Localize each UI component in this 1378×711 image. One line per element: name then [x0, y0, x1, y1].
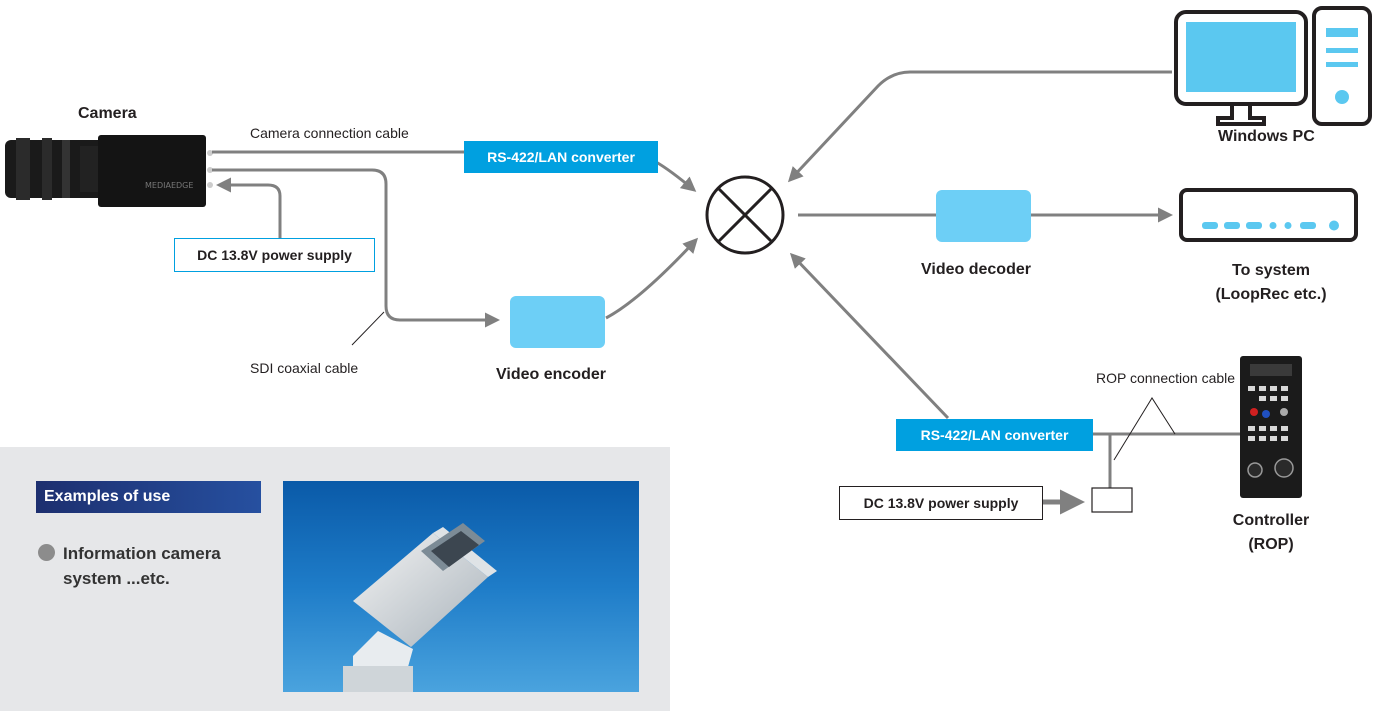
- system-device-icon: [1179, 188, 1358, 242]
- encoder-to-hub-line: [605, 237, 699, 320]
- video-encoder-label: Video encoder: [496, 366, 606, 383]
- bullet-icon: [38, 544, 55, 561]
- rs422-lan-converter-bottom: RS-422/LAN converter: [896, 419, 1093, 451]
- rop-label-pointer: [1113, 397, 1176, 461]
- rop-connection-cable-label: ROP connection cable: [1096, 370, 1236, 386]
- windows-pc-label: Windows PC: [1218, 128, 1315, 145]
- power-supply-rop: DC 13.8V power supply: [839, 486, 1043, 520]
- video-decoder-block: [936, 190, 1031, 242]
- video-encoder-block: [510, 296, 605, 348]
- camera-icon: MEDIAEDGE: [5, 135, 213, 207]
- camera-label: Camera: [78, 105, 137, 122]
- examples-item-line1: Information camera: [63, 544, 221, 563]
- camera-brand-text: MEDIAEDGE: [145, 181, 193, 190]
- surveillance-camera-photo: [283, 481, 639, 692]
- windows-pc-icon: [1174, 6, 1372, 126]
- camera-connection-cable-label: Camera connection cable: [250, 125, 409, 141]
- rop-converter-to-hub-line: [789, 252, 950, 420]
- network-hub-icon: [705, 175, 785, 255]
- sdi-coaxial-cable-label: SDI coaxial cable: [250, 360, 359, 376]
- power-to-camera-line: [216, 177, 282, 238]
- power-supply-camera: DC 13.8V power supply: [174, 238, 375, 272]
- examples-header: Examples of use: [36, 481, 261, 513]
- sdi-label-pointer: [351, 311, 385, 346]
- power-junction-box: [1091, 487, 1133, 513]
- controller-line2: (ROP): [1248, 536, 1294, 553]
- to-system-line1: To system: [1232, 262, 1310, 279]
- examples-item: Information camera system ...etc.: [38, 541, 221, 591]
- converter-to-hub-line: [655, 160, 697, 192]
- controller-label: Controller (ROP): [1226, 512, 1316, 554]
- pc-to-hub-line: [787, 70, 1172, 183]
- to-system-label: To system (LoopRec etc.): [1196, 262, 1346, 304]
- controller-line1: Controller: [1232, 512, 1310, 529]
- rop-controller-icon: [1240, 356, 1302, 498]
- examples-item-line2: system ...etc.: [63, 569, 170, 588]
- sdi-coaxial-cable: [212, 168, 500, 328]
- rs422-lan-converter-top: RS-422/LAN converter: [464, 141, 658, 173]
- to-system-line2: (LoopRec etc.): [1215, 286, 1327, 303]
- video-decoder-label: Video decoder: [921, 261, 1031, 278]
